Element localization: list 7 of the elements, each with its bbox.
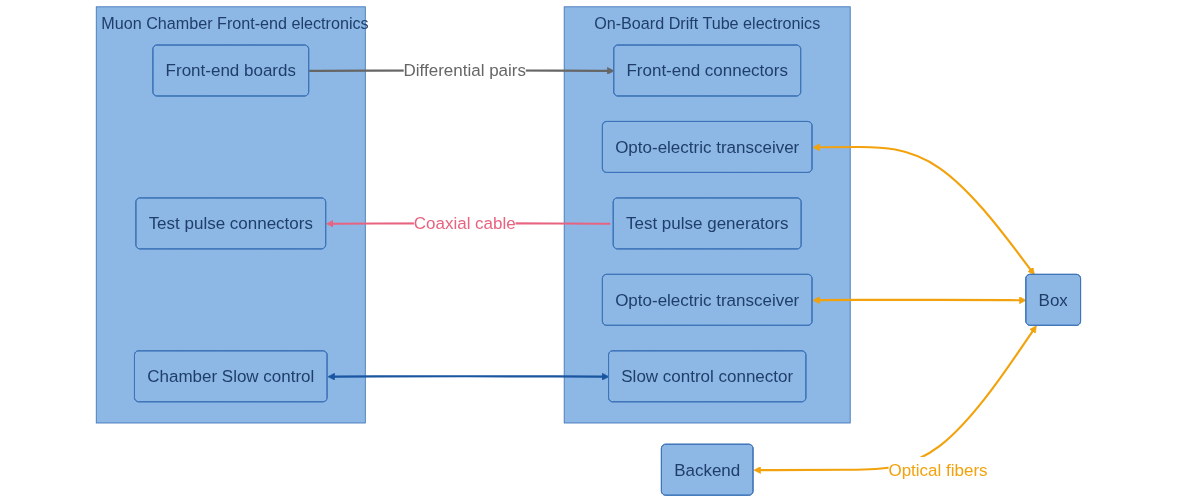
edge-label: Coaxial cable <box>413 214 516 233</box>
edge-label: Optical fibers <box>888 460 988 480</box>
arrow <box>753 325 1037 474</box>
arrow <box>327 372 610 381</box>
arrow <box>812 143 1035 276</box>
edge-label: Differential pairs <box>403 61 527 80</box>
arrow <box>812 296 1027 304</box>
